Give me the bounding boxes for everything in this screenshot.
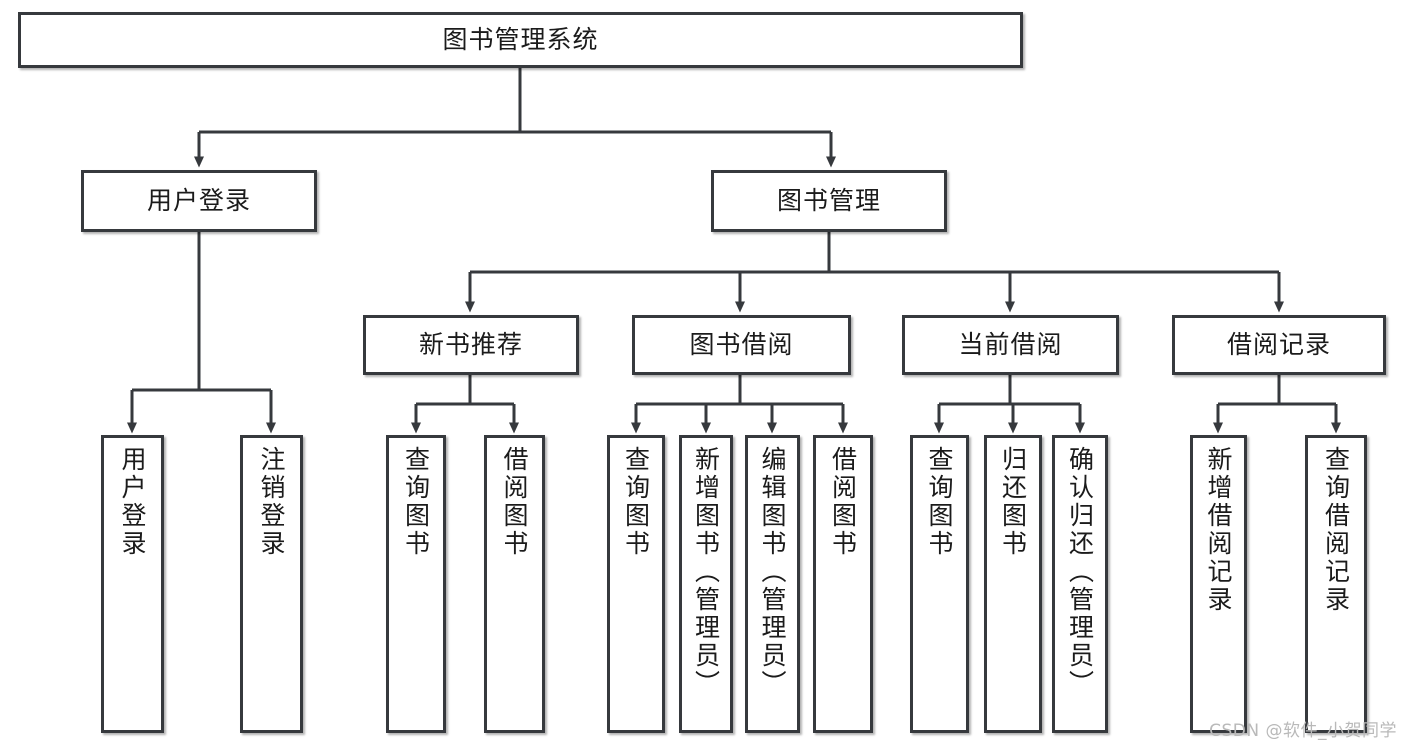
node-leaf-add-book-label: 新增图书（管理员）: [691, 446, 721, 698]
node-root[interactable]: 图书管理系统: [18, 12, 1023, 68]
node-leaf-query-record[interactable]: 查询借阅记录: [1305, 435, 1367, 733]
node-leaf-user-login[interactable]: 用户登录: [101, 435, 164, 733]
node-leaf-borrow-book-1[interactable]: 借阅图书: [484, 435, 545, 733]
node-leaf-add-record[interactable]: 新增借阅记录: [1190, 435, 1247, 733]
node-leaf-query-book-1[interactable]: 查询图书: [386, 435, 446, 733]
node-new-book-rec[interactable]: 新书推荐: [363, 315, 579, 375]
node-book-borrow[interactable]: 图书借阅: [632, 315, 851, 375]
node-book-manage[interactable]: 图书管理: [711, 170, 947, 232]
node-current-borrow[interactable]: 当前借阅: [902, 315, 1119, 375]
node-leaf-query-book-3[interactable]: 查询图书: [910, 435, 969, 733]
node-borrow-record[interactable]: 借阅记录: [1172, 315, 1386, 375]
node-leaf-confirm-return[interactable]: 确认归还（管理员）: [1052, 435, 1108, 733]
node-leaf-return-book-label: 归还图书: [998, 446, 1028, 558]
node-leaf-add-record-label: 新增借阅记录: [1204, 446, 1233, 614]
node-leaf-edit-book-label: 编辑图书（管理员）: [758, 446, 787, 698]
node-leaf-return-book[interactable]: 归还图书: [984, 435, 1042, 733]
node-leaf-user-login-label: 用户登录: [118, 446, 147, 558]
node-book-manage-label: 图书管理: [776, 186, 881, 216]
node-leaf-borrow-book-2[interactable]: 借阅图书: [813, 435, 873, 733]
node-leaf-edit-book[interactable]: 编辑图书（管理员）: [745, 435, 800, 733]
node-leaf-borrow-book-2-label: 借阅图书: [828, 446, 858, 558]
node-root-label: 图书管理系统: [442, 25, 599, 55]
node-leaf-query-book-2[interactable]: 查询图书: [607, 435, 665, 733]
node-leaf-add-book[interactable]: 新增图书（管理员）: [679, 435, 733, 733]
node-leaf-query-book-2-label: 查询图书: [621, 446, 651, 558]
node-leaf-borrow-book-1-label: 借阅图书: [500, 446, 529, 558]
node-leaf-user-logout[interactable]: 注销登录: [240, 435, 303, 733]
node-user-login-label: 用户登录: [146, 186, 251, 216]
node-leaf-user-logout-label: 注销登录: [257, 446, 286, 558]
node-current-borrow-label: 当前借阅: [958, 330, 1063, 360]
node-new-book-rec-label: 新书推荐: [418, 330, 523, 360]
node-user-login[interactable]: 用户登录: [81, 170, 317, 232]
node-borrow-record-label: 借阅记录: [1226, 330, 1331, 360]
node-leaf-confirm-return-label: 确认归还（管理员）: [1065, 446, 1095, 698]
node-leaf-query-book-3-label: 查询图书: [925, 446, 954, 558]
node-book-borrow-label: 图书借阅: [689, 330, 794, 360]
node-leaf-query-book-1-label: 查询图书: [401, 446, 431, 558]
node-leaf-query-record-label: 查询借阅记录: [1321, 446, 1351, 614]
